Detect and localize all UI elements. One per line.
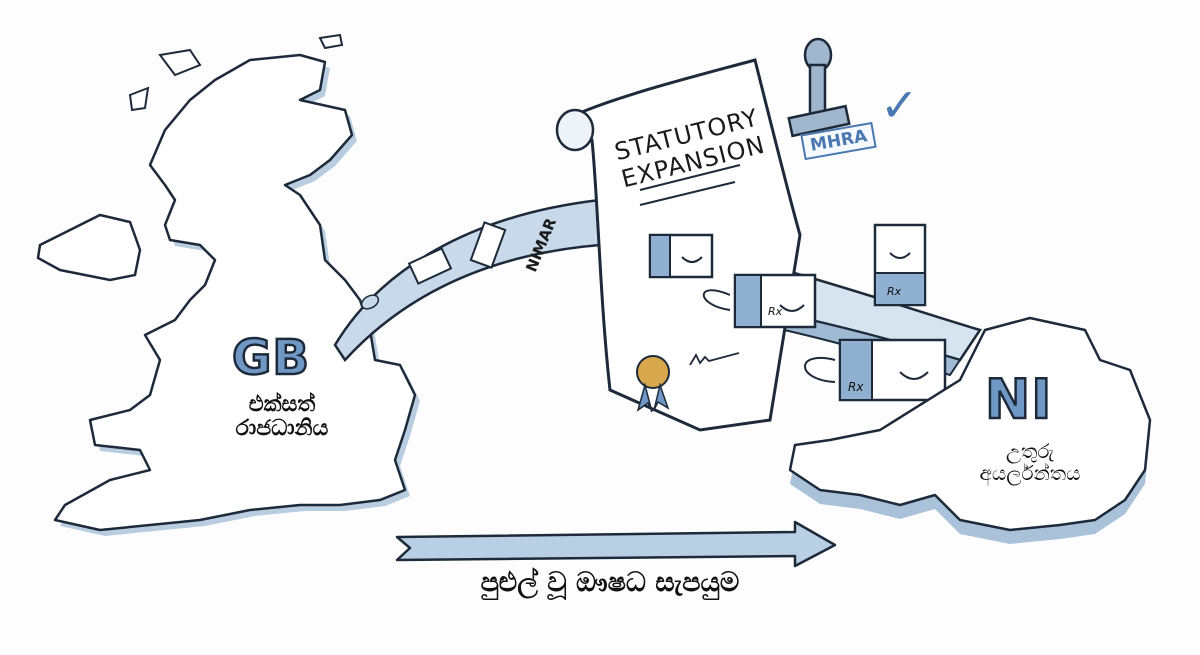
arrow-caption: පුළුල් වූ ඖෂධ සැපයුම [480, 567, 740, 598]
rx-mark: Rx [887, 285, 902, 298]
pill-items [360, 221, 507, 310]
stamp-icon [787, 37, 851, 138]
gb-code: GB [231, 329, 310, 388]
rx-mark: Rx [848, 380, 864, 394]
gb-map [36, 33, 420, 536]
gb-name: එක්සත් රාජධානිය [222, 392, 342, 442]
ni-name: උතුරු අයර්ලන්තය [940, 440, 1120, 484]
seal-icon [636, 355, 670, 389]
ni-code: NI [984, 367, 1053, 433]
ni-name-line1: උතුරු [1005, 439, 1055, 463]
ni-name-line2: අයර්ලන්තය [979, 461, 1081, 485]
check-icon: ✓ [880, 78, 919, 132]
flying-medicine-boxes [648, 223, 947, 402]
gb-name-line1: එක්සත් [248, 392, 316, 417]
supply-arrow [395, 520, 837, 568]
gb-name-line2: රාජධානිය [235, 416, 329, 442]
ni-map [788, 316, 1152, 544]
rx-mark: Rx [768, 305, 783, 318]
